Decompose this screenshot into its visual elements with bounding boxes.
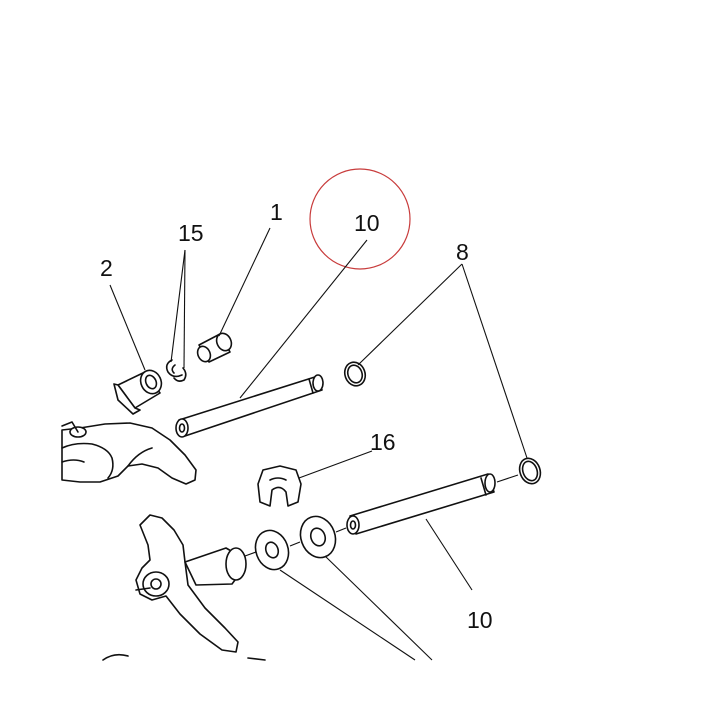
callout-1: 1 — [270, 199, 283, 225]
callout-10-upper: 10 — [354, 210, 380, 236]
highlight-circle — [309, 168, 411, 270]
lower-circlip — [496, 457, 542, 485]
upper-circlip — [343, 361, 367, 387]
lower-rocker-shaft — [346, 473, 496, 535]
lower-rocker-arm — [102, 514, 266, 661]
callout-labels: 1 2 15 10 8 16 10 — [100, 199, 493, 633]
lower-washers — [244, 515, 347, 571]
callout-2: 2 — [100, 255, 113, 281]
callout-15: 15 — [178, 220, 204, 246]
callout-10-lower: 10 — [467, 607, 493, 633]
bushing — [113, 369, 163, 415]
spring-support — [257, 465, 302, 507]
upper-rocker-shaft — [175, 374, 324, 438]
upper-rocker-arm — [61, 421, 197, 485]
spring-clip — [165, 359, 187, 382]
cap-sleeve — [196, 332, 233, 363]
callout-16: 16 — [370, 429, 396, 455]
leader-lines — [109, 227, 528, 661]
callout-8: 8 — [456, 239, 469, 265]
